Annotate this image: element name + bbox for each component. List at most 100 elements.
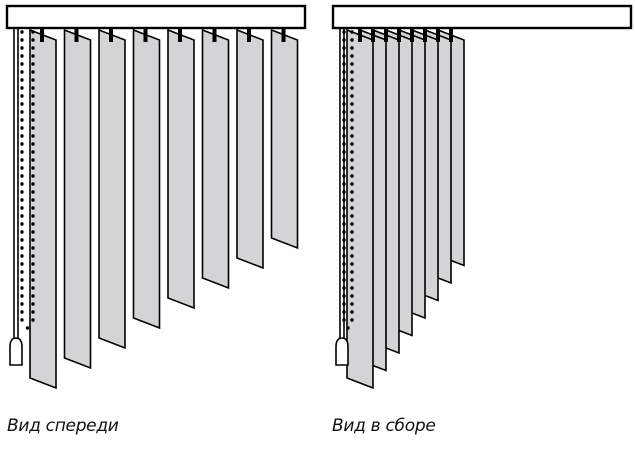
- slat: [270, 28, 299, 250]
- bead-chain-bead: [342, 254, 346, 258]
- bead-chain-bead: [342, 30, 346, 34]
- bead-chain-bead: [20, 86, 24, 90]
- bead-chain-bead: [350, 182, 354, 186]
- bead-chain-bead: [31, 294, 35, 298]
- bead-chain-bead: [350, 94, 354, 98]
- bead-chain-bead: [350, 62, 354, 66]
- bead-chain-bead: [350, 158, 354, 162]
- bead-chain-bead: [342, 150, 346, 154]
- bead-chain-bead: [20, 70, 24, 74]
- bead-chain-bead: [31, 38, 35, 42]
- bead-chain-bead: [350, 318, 354, 322]
- bead-chain-bead: [31, 174, 35, 178]
- bead-chain-bead: [31, 150, 35, 154]
- slat: [201, 28, 230, 290]
- bead-chain-bead: [20, 94, 24, 98]
- bead-chain-bead: [31, 286, 35, 290]
- bead-chain-bead: [342, 318, 346, 322]
- bead-chain-bead: [342, 38, 346, 42]
- slat-hook: [384, 27, 388, 42]
- caption-front-view: Вид спереди: [7, 416, 119, 436]
- slat-hook: [397, 27, 401, 42]
- bead-chain-bead: [342, 238, 346, 242]
- bead-chain-bead: [342, 142, 346, 146]
- bead-chain-bead: [31, 134, 35, 138]
- bead-chain-bead: [31, 262, 35, 266]
- bead-chain-bead: [31, 54, 35, 58]
- bead-chain-bead: [342, 190, 346, 194]
- bead-chain-bead: [20, 278, 24, 282]
- bead-chain-bead: [350, 206, 354, 210]
- bead-chain-bead: [350, 222, 354, 226]
- bead-chain-bead: [350, 118, 354, 122]
- bead-chain-bead: [20, 110, 24, 114]
- slat-hook: [423, 27, 427, 42]
- bead-chain-bead: [350, 166, 354, 170]
- bead-chain-bead: [20, 198, 24, 202]
- bead-chain-bead: [342, 118, 346, 122]
- bead-chain-bead: [350, 86, 354, 90]
- slat-hook: [358, 27, 362, 42]
- bead-chain-bead: [342, 86, 346, 90]
- bead-chain-bead: [350, 286, 354, 290]
- bead-chain-bead: [31, 118, 35, 122]
- bead-chain-bead: [31, 62, 35, 66]
- bead-chain-bead: [350, 262, 354, 266]
- bead-chain-bead: [20, 230, 24, 234]
- bead-chain-bead: [350, 214, 354, 218]
- bead-chain-bead: [342, 286, 346, 290]
- slat-hook: [449, 27, 453, 42]
- bead-chain-bead: [350, 150, 354, 154]
- bead-chain-bead: [31, 214, 35, 218]
- bead-chain-bead: [350, 246, 354, 250]
- bead-chain-bead: [20, 30, 24, 34]
- bead-chain-bead: [346, 326, 350, 330]
- bead-chain-bead: [350, 30, 354, 34]
- bead-chain-bead: [31, 70, 35, 74]
- bead-chain-bead: [31, 206, 35, 210]
- bead-chain-bead: [350, 38, 354, 42]
- slat-hook: [281, 27, 286, 42]
- bead-chain-bead: [31, 86, 35, 90]
- bead-chain-bead: [31, 94, 35, 98]
- bead-chain-bead: [342, 246, 346, 250]
- bead-chain-bead: [342, 166, 346, 170]
- bead-chain-bead: [20, 270, 24, 274]
- bead-chain-bead: [342, 310, 346, 314]
- slat-hook: [371, 27, 375, 42]
- bead-chain-bead: [350, 302, 354, 306]
- bead-chain-bead: [31, 302, 35, 306]
- bead-chain-bead: [20, 46, 24, 50]
- bead-chain-bead: [31, 222, 35, 226]
- bead-chain-bead: [31, 30, 35, 34]
- slat-hook: [212, 27, 217, 42]
- bead-chain-bead: [342, 214, 346, 218]
- bead-chain-bead: [342, 182, 346, 186]
- bead-chain-bead: [20, 318, 24, 322]
- bead-chain-bead: [342, 206, 346, 210]
- bead-chain-bead: [20, 150, 24, 154]
- bead-chain-bead: [20, 158, 24, 162]
- bead-chain-bead: [31, 102, 35, 106]
- bead-chain-bead: [31, 318, 35, 322]
- bead-chain-bead: [350, 174, 354, 178]
- bead-chain-bead: [342, 126, 346, 130]
- slat-hook: [410, 27, 414, 42]
- bead-chain-bead: [20, 222, 24, 226]
- bead-chain-bead: [31, 190, 35, 194]
- bead-chain-bead: [20, 254, 24, 258]
- bead-chain-bead: [31, 158, 35, 162]
- bead-chain-bead: [20, 286, 24, 290]
- bead-chain-bead: [31, 270, 35, 274]
- slat-hook: [178, 27, 182, 42]
- bead-chain-bead: [31, 182, 35, 186]
- bead-chain-bead: [350, 70, 354, 74]
- bead-chain-bead: [350, 54, 354, 58]
- bead-chain-bead: [342, 222, 346, 226]
- bead-chain-bead: [20, 246, 24, 250]
- bead-chain-bead: [342, 134, 346, 138]
- bead-chain-bead: [342, 270, 346, 274]
- bead-chain-bead: [20, 302, 24, 306]
- slat: [236, 28, 264, 270]
